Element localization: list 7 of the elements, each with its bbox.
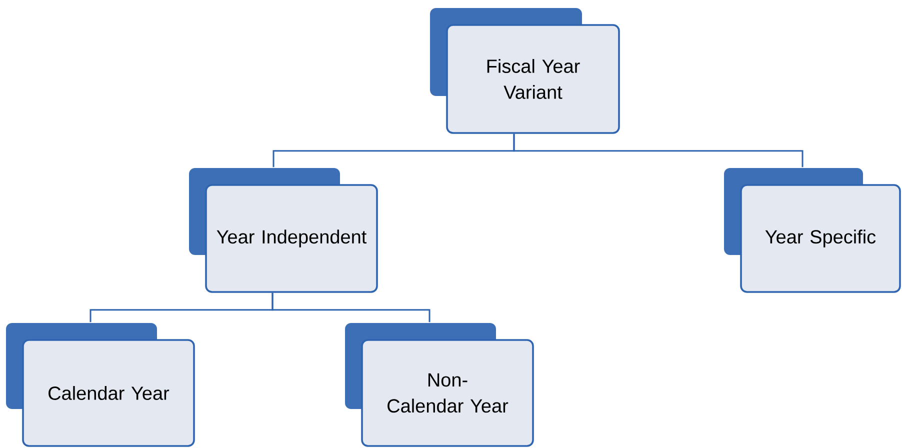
node-box: Non-Calendar Year: [345, 323, 534, 447]
node-box: Fiscal Year Variant: [430, 8, 620, 134]
connector: [272, 292, 430, 322]
node-box: Year Independent: [189, 168, 378, 293]
node-box: Calendar Year: [6, 323, 195, 447]
node-box: Year Specific: [724, 168, 901, 293]
connector: [513, 134, 804, 168]
